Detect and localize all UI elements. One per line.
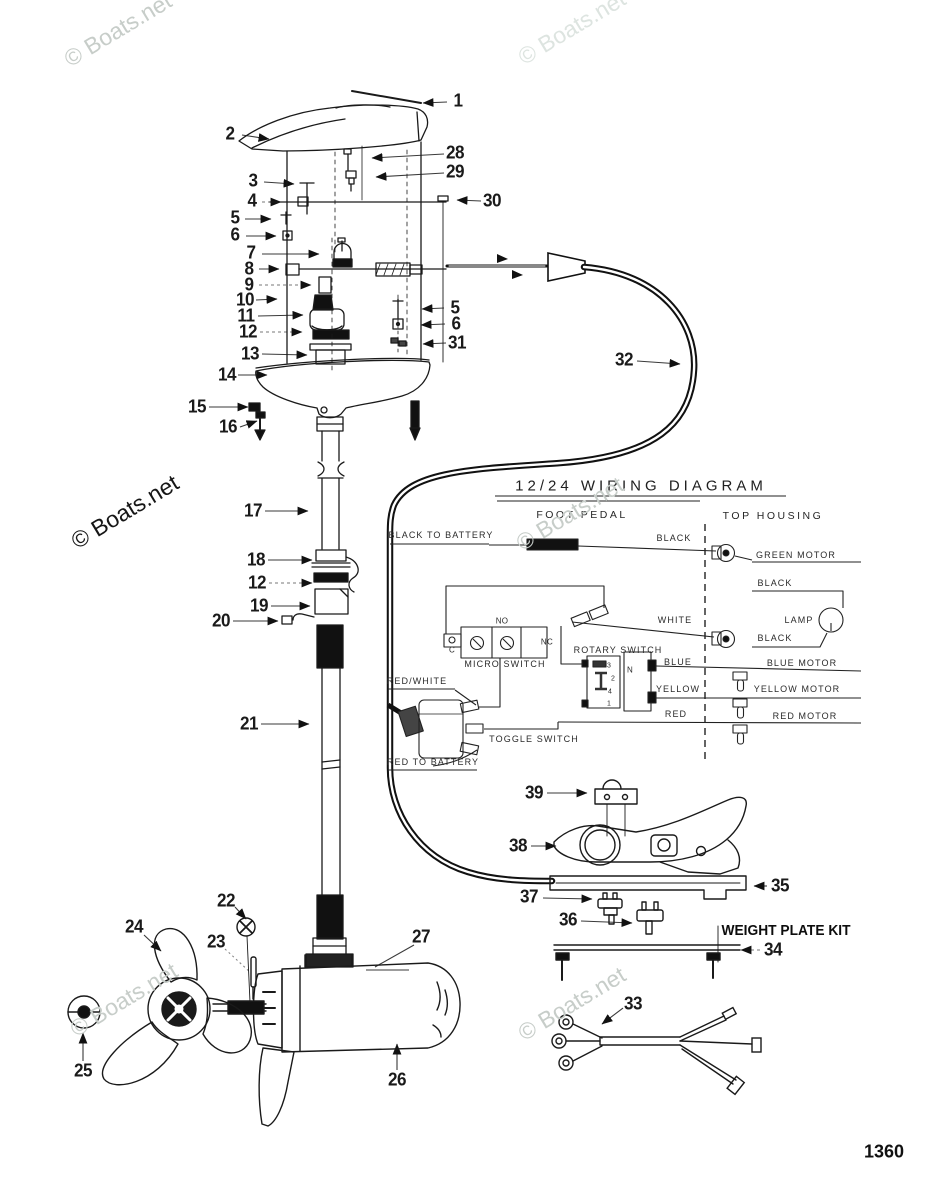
callout-5b: 5 [450, 297, 460, 318]
label-white: WHITE [657, 615, 693, 625]
label-blue: BLUE [664, 657, 692, 667]
callout-34: 34 [763, 939, 783, 960]
callout-6b: 6 [451, 313, 461, 334]
callout-13: 13 [240, 343, 260, 364]
callout-15: 15 [187, 396, 207, 417]
label-red: RED [664, 709, 688, 719]
label-red-to-battery: RED TO BATTERY [386, 757, 480, 767]
callout-25: 25 [73, 1060, 93, 1081]
callout-23: 23 [206, 931, 226, 952]
callout-4: 4 [247, 190, 257, 211]
label-green-motor: GREEN MOTOR [756, 550, 836, 560]
callout-7: 7 [246, 242, 256, 263]
callout-22: 22 [216, 890, 236, 911]
callout-12a: 12 [238, 321, 258, 342]
top-housing-heading: TOP HOUSING [722, 510, 824, 522]
callout-30: 30 [482, 190, 502, 211]
label-black-bottom: BLACK [757, 633, 793, 643]
rotary-pin-4: 4 [608, 688, 612, 696]
control-cable [386, 252, 698, 885]
label-lamp: LAMP [784, 615, 814, 625]
label-red-motor: RED MOTOR [772, 711, 838, 721]
callout-11: 11 [237, 305, 255, 326]
callout-leader-lines [78, 98, 767, 1070]
callout-1: 1 [453, 90, 463, 111]
label-yellow-motor: YELLOW MOTOR [753, 684, 841, 694]
foot-pedal-heading: FOOT PEDAL [536, 509, 628, 521]
callout-24: 24 [124, 916, 144, 937]
callout-2: 2 [225, 123, 235, 144]
callout-3: 3 [248, 170, 258, 191]
label-yellow: YELLOW [655, 684, 701, 694]
callout-12b: 12 [247, 572, 267, 593]
label-blue-motor: BLUE MOTOR [766, 658, 838, 668]
label-c: C [448, 645, 456, 655]
callout-16: 16 [218, 416, 238, 437]
callout-37: 37 [519, 886, 539, 907]
callout-29: 29 [445, 161, 465, 182]
wiring-diagram-title: 12/24 WIRING DIAGRAM [515, 477, 767, 495]
rotary-pin-3: 3 [607, 662, 611, 670]
callout-18: 18 [246, 549, 266, 570]
callout-8: 8 [244, 258, 254, 279]
rotary-pin-2: 2 [611, 675, 615, 683]
callout-35: 35 [770, 875, 790, 896]
label-micro-switch: MICRO SWITCH [464, 659, 546, 669]
label-toggle-switch: TOGGLE SWITCH [489, 734, 579, 744]
weight-plate-kit-label: WEIGHT PLATE KIT [721, 923, 851, 939]
callout-10: 10 [235, 289, 255, 310]
callout-27: 27 [411, 926, 431, 947]
foot-pedal-assembly [549, 779, 747, 981]
callout-28: 28 [445, 142, 465, 163]
label-no: NO [495, 616, 509, 626]
callout-14: 14 [217, 364, 237, 385]
label-black-mid: BLACK [757, 578, 793, 588]
callout-5a: 5 [230, 207, 240, 228]
callout-31: 31 [447, 332, 467, 353]
label-nc: NC [540, 637, 554, 647]
rotary-pin-1: 1 [607, 700, 611, 708]
label-black-top: BLACK [656, 533, 692, 543]
label-rotary-switch: ROTARY SWITCH [573, 645, 663, 655]
callout-21: 21 [239, 713, 259, 734]
motor-head-and-column [238, 90, 449, 371]
callout-17: 17 [243, 500, 263, 521]
wire-harness [551, 1006, 762, 1096]
label-black-to-battery: BLACK TO BATTERY [388, 530, 494, 540]
bullet-connectors [732, 671, 748, 745]
label-red-white: RED/WHITE [386, 676, 448, 686]
page-number: 1360 [863, 1141, 905, 1162]
callout-26: 26 [387, 1069, 407, 1090]
lower-housing-and-shaft [248, 357, 431, 968]
wiring-diagram-lines [386, 495, 862, 771]
callout-19: 19 [249, 595, 269, 616]
callout-9: 9 [244, 274, 254, 295]
callout-20: 20 [211, 610, 231, 631]
callout-38: 38 [508, 835, 528, 856]
callout-36: 36 [558, 909, 578, 930]
callout-6a: 6 [230, 224, 240, 245]
callout-32: 32 [614, 349, 634, 370]
callout-33: 33 [623, 993, 643, 1014]
callout-39: 39 [524, 782, 544, 803]
label-rotary-n: N [626, 665, 634, 675]
lower-unit-and-propeller [67, 917, 461, 1127]
